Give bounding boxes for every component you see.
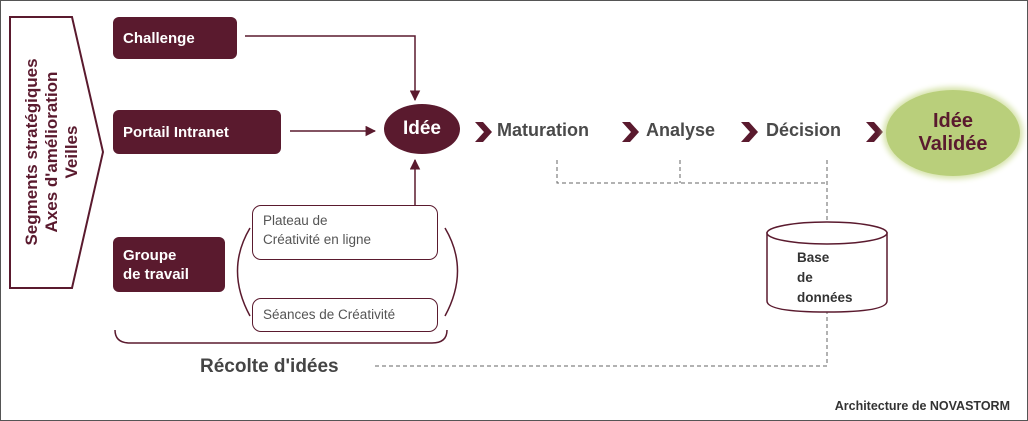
idee-validee-node: Idée Validée <box>886 90 1020 176</box>
groupe-travail-label: de travail <box>123 265 189 283</box>
harvest-bracket <box>114 329 448 344</box>
seances-creativite-label: Séances de Créativité <box>263 307 396 322</box>
decision-step: Décision <box>766 120 842 140</box>
strategic-axes-line: Segments stratégiques <box>22 58 41 246</box>
chevron-icon <box>866 122 883 142</box>
database-label-line: Base <box>797 250 830 265</box>
analyse-step: Analyse <box>646 120 716 140</box>
strategic-axes-line: Veilles <box>62 125 81 179</box>
database-cylinder-top <box>766 221 888 245</box>
seances-creativite-box: Séances de Créativité <box>252 298 438 332</box>
plateau-creativite-box: Plateau de Créativité en ligne <box>252 205 438 260</box>
left-parenthesis <box>236 227 251 317</box>
chevron-icon <box>741 122 758 142</box>
idee-validee-label: Idée <box>932 110 974 132</box>
portail-intranet-box: Portail Intranet <box>113 110 281 154</box>
strategic-axes-arrow-shape <box>9 16 105 289</box>
harvest-dashed-line <box>375 310 828 367</box>
groupe-travail-box: Groupe de travail <box>113 237 225 292</box>
recolte-idees-label: Récolte d'idées <box>200 356 339 377</box>
right-parenthesis <box>444 227 459 317</box>
plateau-creativite-label: Créativité en ligne <box>263 232 372 247</box>
challenge-box: Challenge <box>113 17 237 59</box>
tracking-dashed-line <box>556 160 827 184</box>
plateau-creativite-label: Plateau de <box>263 213 328 228</box>
database-cylinder <box>766 232 888 313</box>
strategic-axes-line: Axes d'amélioration <box>42 71 61 233</box>
portail-intranet-label: Portail Intranet <box>123 123 229 141</box>
challenge-connector <box>245 35 421 102</box>
database-label-line: données <box>797 290 853 305</box>
challenge-label: Challenge <box>123 29 195 47</box>
chevron-icon <box>622 122 639 142</box>
diagram-caption: Architecture de NOVASTORM <box>834 399 1010 413</box>
chevron-icon <box>475 122 492 142</box>
database-label: Base de données <box>797 248 853 308</box>
idee-node: Idée <box>384 104 460 154</box>
database-label-line: de <box>797 270 813 285</box>
maturation-step: Maturation <box>497 120 589 140</box>
strategic-axes-label: Segments stratégiques Axes d'amélioratio… <box>22 58 82 245</box>
groupe-travail-label: Groupe <box>123 246 177 264</box>
idee-label: Idée <box>402 118 442 139</box>
idee-validee-label: Validée <box>918 133 988 155</box>
